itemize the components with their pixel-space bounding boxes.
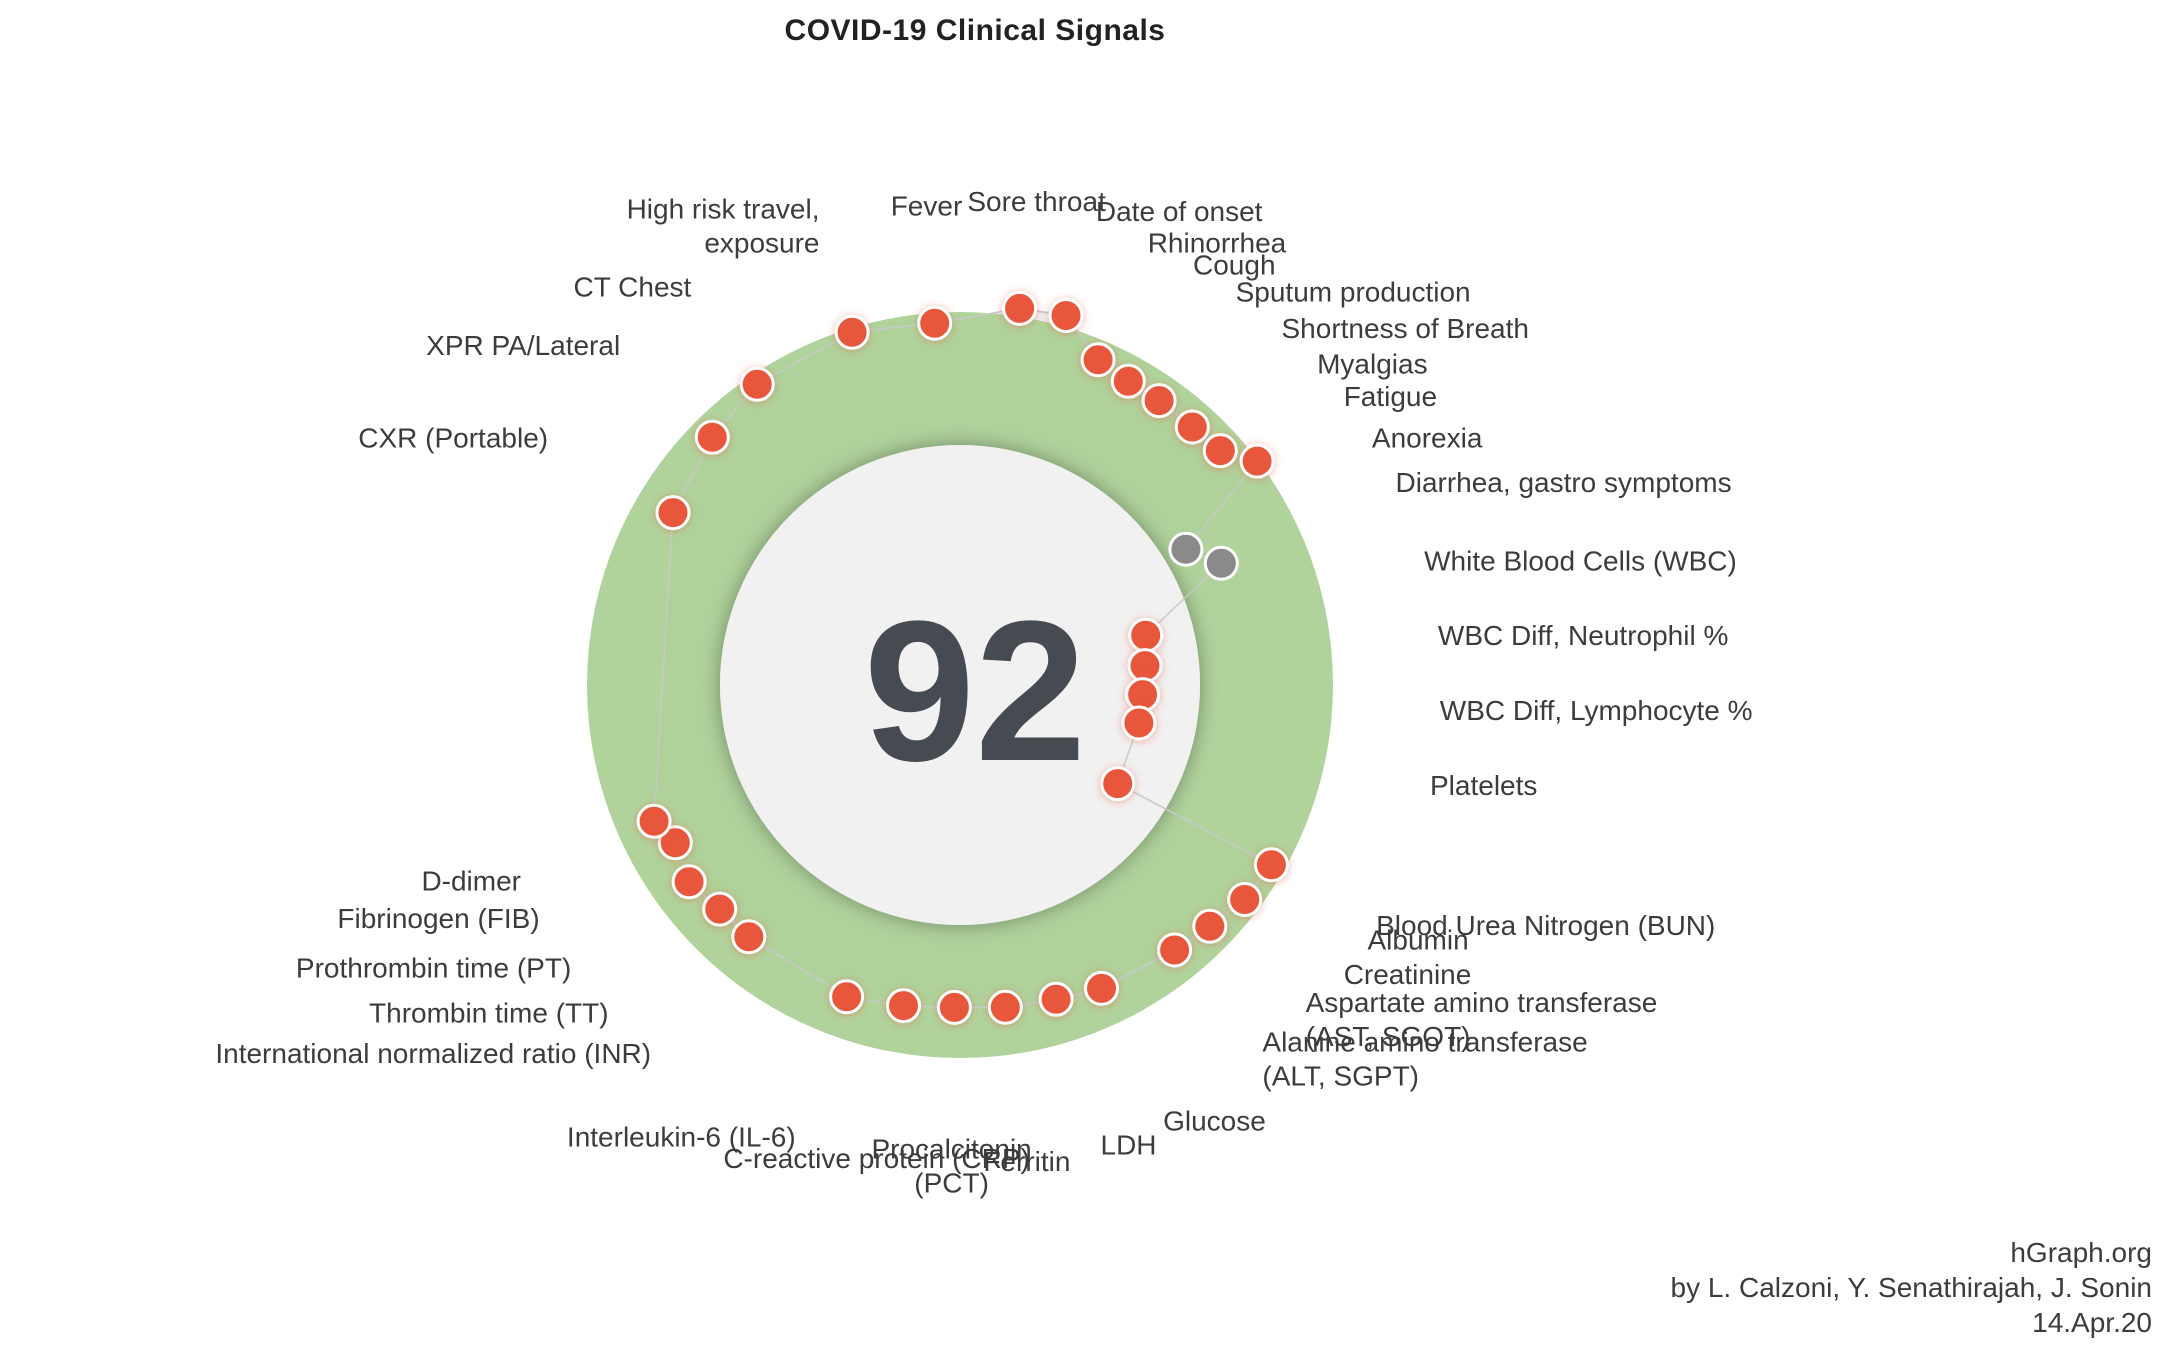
metric-point[interactable] [1202,433,1238,469]
metric-label: Creatinine [1344,959,1472,990]
metric-point[interactable] [731,919,767,955]
metric-point[interactable] [739,366,775,402]
metric-label: Prothrombin time (PT) [296,952,571,983]
metric-point[interactable] [655,495,691,531]
metric-label: (ALT, SGPT) [1262,1060,1419,1091]
metric-label: Sore throat [967,186,1106,217]
metric-label: Rhinorrhea [1148,228,1287,259]
metric-label: WBC Diff, Neutrophil % [1438,620,1728,651]
metric-label: High risk travel, [627,194,820,225]
metric-point[interactable] [1127,648,1163,684]
metric-point[interactable] [1100,766,1136,802]
metric-point[interactable] [1128,617,1164,653]
metric-point[interactable] [1080,342,1116,378]
metric-label: International normalized ratio (INR) [215,1038,651,1069]
metric-point[interactable] [1157,932,1193,968]
metric-point[interactable] [671,864,707,900]
metric-label: Diarrhea, gastro symptoms [1396,467,1732,498]
healthy-band [587,312,1333,1058]
metric-point[interactable] [1002,290,1038,326]
metric-label: Fatigue [1344,381,1437,412]
metric-point[interactable] [702,891,738,927]
metric-label: exposure [704,228,819,259]
metric-label: Cough [1193,250,1276,281]
metric-point[interactable] [1121,705,1157,741]
metric-label: Ferritin [983,1146,1070,1177]
metric-label: Alanine amino transferase [1262,1026,1587,1057]
metric-points [636,290,1289,1025]
metric-point[interactable] [1038,981,1074,1017]
metric-point[interactable] [834,314,870,350]
metric-point[interactable] [636,803,672,839]
metric-label: Blood Urea Nitrogen (BUN) [1376,910,1715,941]
metric-point[interactable] [936,989,972,1025]
metric-point[interactable] [1141,383,1177,419]
metric-label: LDH [1101,1130,1157,1161]
metric-label: Platelets [1430,770,1537,801]
metric-point[interactable] [829,979,865,1015]
metric-label: Sputum production [1236,276,1471,307]
inner-disc [720,445,1200,925]
metric-point[interactable] [987,989,1023,1025]
metric-label: (AST, SGOT) [1306,1021,1471,1052]
metric-point[interactable] [1048,298,1084,333]
metric-label: XPR PA/Lateral [426,330,620,361]
credit-authors: by L. Calzoni, Y. Senathirajah, J. Sonin [1671,1272,2153,1303]
metric-label: Interleukin-6 (IL-6) [567,1122,796,1153]
metric-point[interactable] [1253,847,1289,883]
metric-point[interactable] [1110,363,1146,399]
healthy-range-ring [587,312,1333,1058]
overall-score: 92 [864,580,1086,803]
metric-point[interactable] [1084,970,1119,1006]
metric-point[interactable] [1192,908,1228,944]
metric-point[interactable] [1168,531,1204,567]
metric-point[interactable] [694,419,730,455]
metric-label: Aspartate amino transferase [1306,987,1658,1018]
metric-label: CT Chest [574,272,692,303]
credit-date: 14.Apr.20 [2032,1307,2152,1338]
metric-label: (PCT) [914,1167,989,1198]
metric-label: Glucose [1163,1106,1266,1137]
metric-point[interactable] [917,305,953,341]
metric-label: Fever [891,191,963,222]
metric-label: Anorexia [1372,423,1483,454]
metric-point[interactable] [1227,882,1263,917]
metric-label: D-dimer [421,865,521,896]
metric-label: White Blood Cells (WBC) [1424,546,1737,577]
metric-label: Albumin [1368,925,1469,956]
chart-title: COVID-19 Clinical Signals [785,14,1166,47]
metric-label: Myalgias [1317,349,1427,380]
metric-point[interactable] [1125,677,1161,713]
metric-point[interactable] [1239,443,1275,479]
metric-label: Thrombin time (TT) [369,998,609,1029]
metric-label: CXR (Portable) [358,423,548,454]
metric-point[interactable] [1174,409,1210,445]
metric-point[interactable] [886,988,921,1024]
metric-label: C-reactive protein (CRP) [723,1143,1030,1174]
metric-point[interactable] [657,825,693,861]
metric-label: WBC Diff, Lymphocyte % [1440,695,1753,726]
metric-label: Shortness of Breath [1282,313,1529,344]
metric-point[interactable] [1203,545,1239,581]
credit-site: hGraph.org [2010,1237,2152,1268]
metric-label: Fibrinogen (FIB) [337,903,539,934]
metric-label: Procalcitonin [871,1133,1031,1164]
metric-label: Date of onset [1096,196,1263,227]
